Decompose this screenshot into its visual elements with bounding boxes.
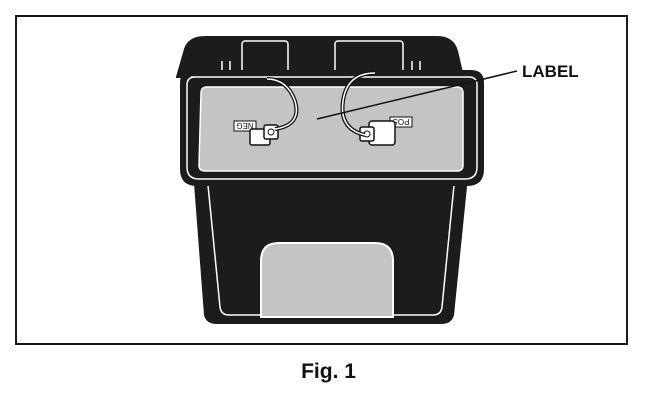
- figure-caption: Fig. 1: [301, 360, 356, 383]
- positive-cable-highlight: [341, 72, 376, 136]
- callout-leader-line: [316, 70, 518, 120]
- callout-label: LABEL: [522, 62, 579, 81]
- negative-terminal-label: NEG: [236, 121, 253, 130]
- label-panel: [198, 86, 464, 172]
- negative-cable-highlight: [266, 78, 298, 130]
- positive-terminal-label: POS: [393, 117, 410, 126]
- housing-arch-opening: [260, 242, 394, 318]
- negative-terminal: NEG: [233, 120, 279, 146]
- figure-frame: NEG POS LABEL: [15, 15, 628, 345]
- rear-tab-left: [241, 40, 289, 74]
- battery-illustration: NEG POS LABEL: [175, 36, 579, 324]
